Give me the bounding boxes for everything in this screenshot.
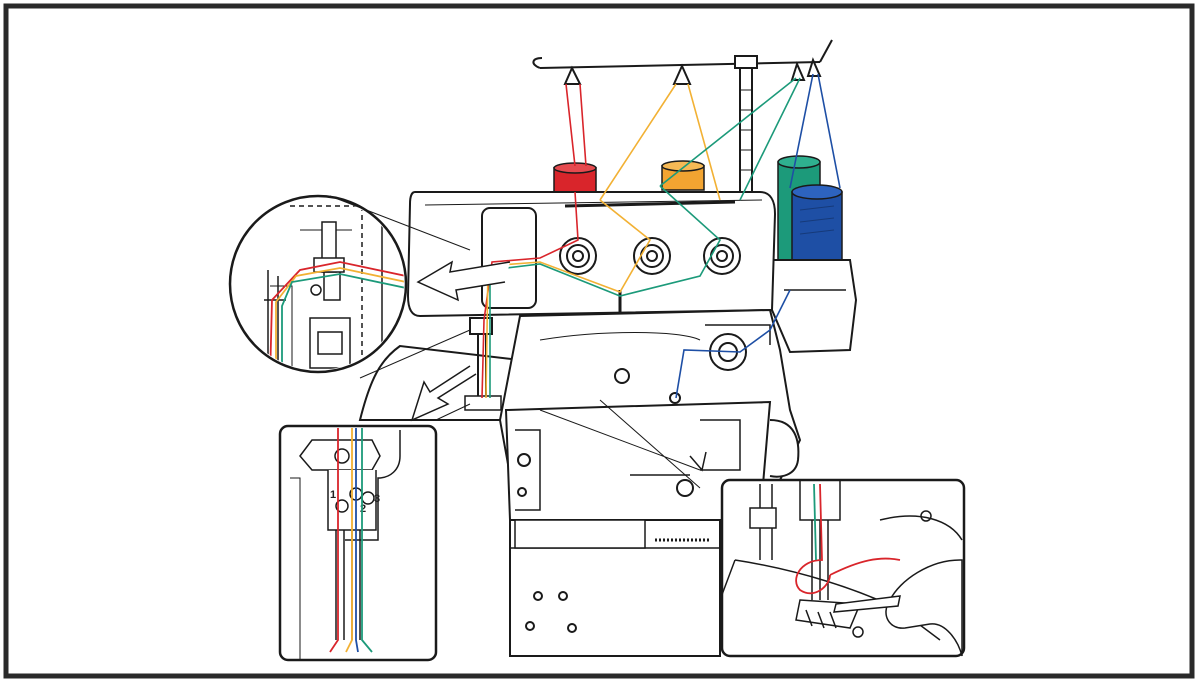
tweezers-icon <box>833 595 901 613</box>
spool-red <box>553 162 597 193</box>
leader-line <box>539 399 701 489</box>
hand-icon <box>885 559 963 657</box>
needle-label-1: 1 <box>330 489 336 501</box>
tension-dial-icon <box>559 237 741 275</box>
leader-line <box>329 195 471 379</box>
detail-box-threading <box>719 478 966 658</box>
needle-label-2: 2 <box>360 503 366 515</box>
thread-stand-icon <box>532 39 833 200</box>
needle-label-3: 3 <box>374 493 380 505</box>
arrow-icon <box>410 365 477 422</box>
detail-box-needles: 1 2 3 <box>278 424 438 662</box>
arrow-icon <box>689 451 707 472</box>
arrow-icon <box>416 260 511 302</box>
serger-body <box>358 191 802 657</box>
spool-yellow <box>661 160 705 191</box>
